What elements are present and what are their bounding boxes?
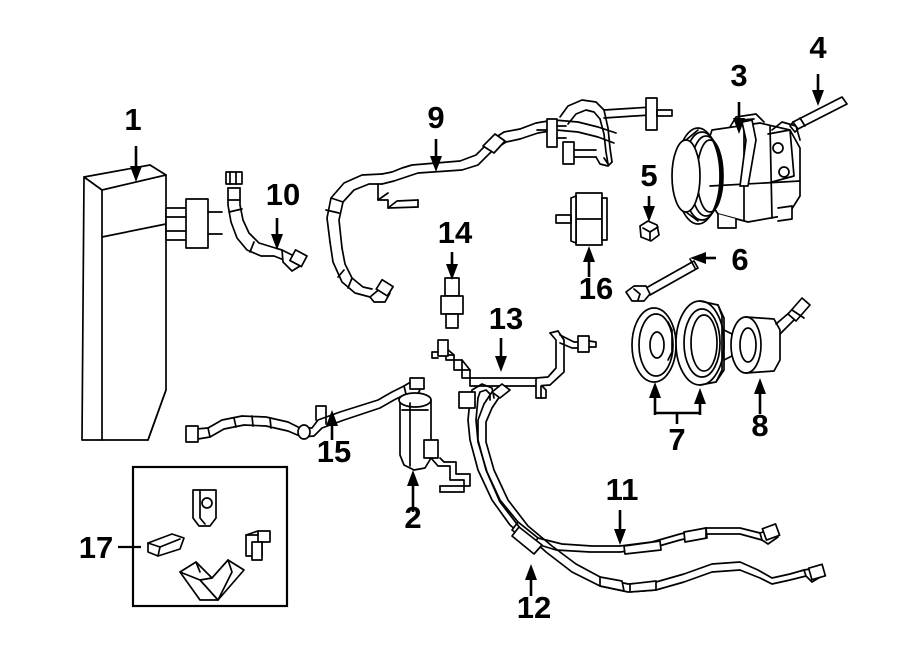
part-expansion-valve[interactable] bbox=[440, 277, 464, 329]
callout-label-3: 3 bbox=[730, 58, 747, 93]
part-clutch-coil[interactable] bbox=[730, 297, 811, 374]
part-suction-line[interactable] bbox=[185, 377, 425, 443]
callout-label-1: 1 bbox=[124, 102, 141, 137]
callout-label-17: 17 bbox=[79, 530, 113, 565]
callout-label-4: 4 bbox=[809, 30, 827, 65]
mounting-hardware-inset[interactable] bbox=[118, 465, 289, 608]
leader-1 bbox=[130, 146, 142, 182]
leader-13 bbox=[495, 338, 507, 372]
callout-label-13: 13 bbox=[489, 301, 523, 336]
callout-label-10: 10 bbox=[266, 177, 300, 212]
callout-label-14: 14 bbox=[438, 215, 473, 250]
part-shaft-nut[interactable] bbox=[639, 220, 660, 242]
leader-8 bbox=[754, 378, 766, 414]
leader-14 bbox=[446, 252, 458, 280]
part-pressure-switch[interactable] bbox=[555, 192, 608, 246]
callout-label-7: 7 bbox=[668, 422, 685, 457]
leader-4 bbox=[812, 74, 824, 106]
part-accumulator-drier[interactable] bbox=[398, 392, 471, 493]
leader-16 bbox=[583, 246, 595, 277]
callout-label-12: 12 bbox=[517, 590, 551, 625]
part-heater-hose-lower[interactable] bbox=[477, 383, 827, 593]
leader-11 bbox=[614, 510, 626, 545]
leader-9 bbox=[430, 139, 442, 172]
callout-label-5: 5 bbox=[640, 158, 657, 193]
leader-12 bbox=[525, 564, 537, 596]
leader-5 bbox=[643, 196, 655, 222]
callout-leaders bbox=[130, 74, 824, 596]
part-mounting-bolt[interactable] bbox=[789, 96, 848, 133]
leader-15 bbox=[326, 410, 338, 440]
callout-label-15: 15 bbox=[317, 434, 351, 469]
leader-7-bracket bbox=[649, 382, 706, 424]
leader-6 bbox=[690, 252, 716, 264]
callout-labels: 1 2 3 4 5 6 7 8 9 10 11 12 13 14 15 16 1… bbox=[79, 30, 828, 625]
part-discharge-line[interactable] bbox=[325, 97, 673, 303]
part-condenser[interactable] bbox=[81, 164, 223, 441]
callout-label-6: 6 bbox=[731, 242, 748, 277]
part-through-bolt[interactable] bbox=[625, 258, 699, 302]
leader-10 bbox=[271, 218, 283, 250]
callout-label-11: 11 bbox=[606, 472, 639, 507]
leader-3 bbox=[733, 102, 745, 134]
callout-label-8: 8 bbox=[751, 408, 768, 443]
callout-label-9: 9 bbox=[427, 100, 444, 135]
leader-2 bbox=[407, 470, 419, 512]
part-compressor[interactable] bbox=[671, 113, 801, 229]
part-clutch-plate-and-pulley[interactable] bbox=[631, 300, 733, 386]
part-liquid-line[interactable] bbox=[431, 330, 597, 399]
callout-label-2: 2 bbox=[404, 500, 421, 535]
callout-label-16: 16 bbox=[579, 271, 613, 306]
